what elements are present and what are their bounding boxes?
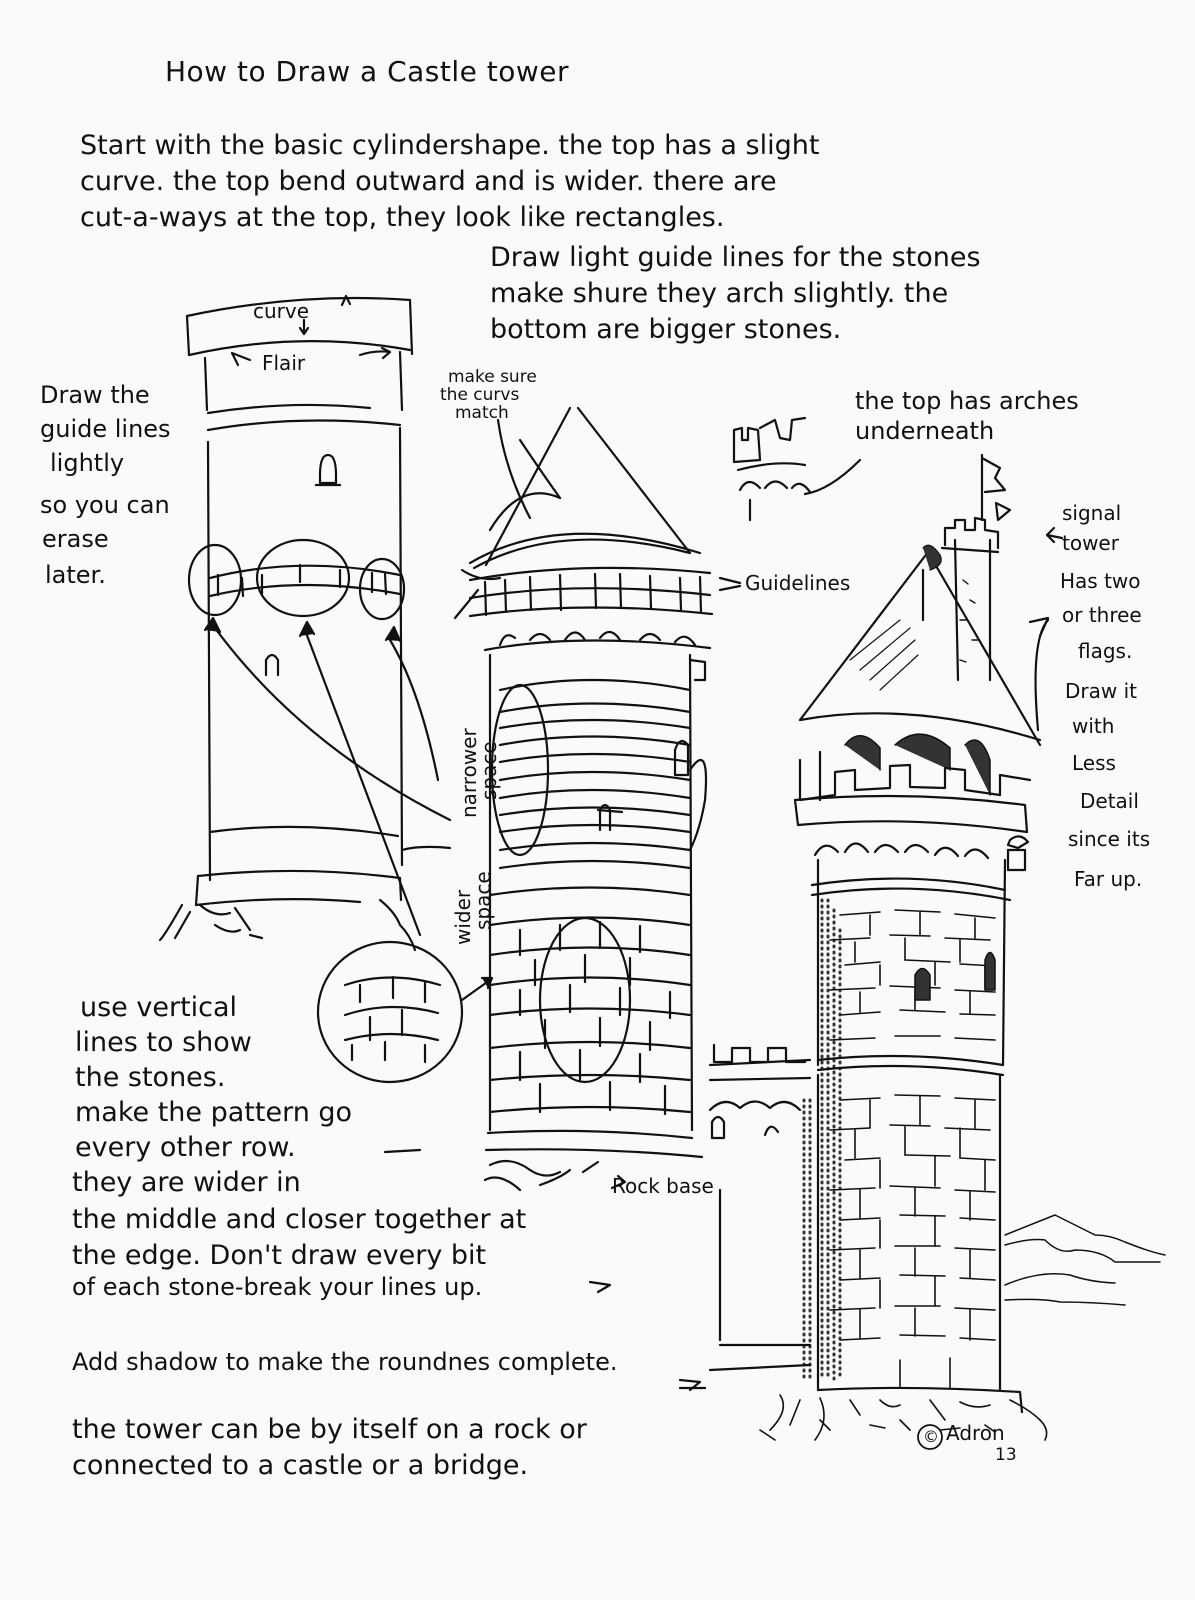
- label-guidelines: Guidelines: [745, 571, 851, 595]
- stones-note-line-5: every other row.: [75, 1132, 296, 1163]
- artist-signature: Adron: [946, 1421, 1005, 1445]
- stones-note-line-3: the stones.: [75, 1062, 226, 1093]
- arches-note-line-1: the top has arches: [855, 387, 1079, 415]
- intro-line-3: cut-a-ways at the top, they look like re…: [80, 202, 725, 233]
- basic-cylinder-sketch: [158, 296, 452, 952]
- signal-note-line-5: flags.: [1078, 639, 1133, 663]
- space-text-2: space: [471, 871, 495, 930]
- left-note-line-2: guide lines: [40, 415, 171, 443]
- label-curve: curve: [253, 299, 310, 323]
- curves-match-line-3: match: [455, 403, 509, 423]
- signal-note-line-6: Draw it: [1065, 679, 1137, 703]
- signature-year: 13: [995, 1445, 1017, 1465]
- copyright-symbol: ©: [923, 1427, 939, 1446]
- label-rock-base: Rock base: [612, 1174, 714, 1198]
- label-wider-space-2: space: [471, 871, 495, 930]
- closing-note-line-1: the tower can be by itself on a rock or: [72, 1414, 587, 1445]
- label-flair: Flair: [262, 351, 306, 375]
- left-note-line-5: erase: [42, 525, 109, 553]
- signal-note-line-4: or three: [1062, 603, 1142, 627]
- stones-note-line-7: the middle and closer together at: [72, 1204, 527, 1235]
- copyright-circle: [917, 1424, 943, 1450]
- stones-note-line-2: lines to show: [75, 1027, 252, 1058]
- label-narrower-space-2: space: [477, 741, 501, 800]
- curves-match-line-2: the curvs: [440, 385, 520, 405]
- left-note-line-6: later.: [45, 561, 106, 589]
- space-text: space: [477, 741, 501, 800]
- left-note-line-4: so you can: [40, 491, 170, 519]
- closing-note-line-2: connected to a castle or a bridge.: [72, 1450, 529, 1481]
- signal-note-line-11: Far up.: [1074, 867, 1143, 891]
- stones-note-line-1: use vertical: [80, 992, 238, 1023]
- stones-note-line-6: they are wider in: [72, 1167, 301, 1198]
- brick-pattern-magnifier: [316, 940, 494, 1084]
- signal-tower: [921, 453, 1064, 732]
- signal-note-line-8: Less: [1072, 751, 1116, 775]
- annotation-arrows: [230, 294, 742, 1392]
- page-title: How to Draw a Castle tower: [165, 55, 570, 88]
- finished-castle-tower: [708, 550, 1166, 1441]
- stones-note-line-9: of each stone-break your lines up.: [72, 1273, 483, 1301]
- shadow-note: Add shadow to make the roundnes complete…: [72, 1348, 618, 1376]
- curves-match-line-1: make sure: [448, 367, 537, 387]
- stones-note-line-4: make the pattern go: [75, 1097, 353, 1128]
- left-note-line-1: Draw the: [40, 381, 150, 409]
- signal-note-line-2: tower: [1062, 531, 1119, 555]
- stones-note-line-8: the edge. Don't draw every bit: [72, 1240, 487, 1271]
- signal-note-line-10: since its: [1068, 827, 1151, 851]
- arches-note-line-2: underneath: [855, 417, 995, 445]
- signal-note-line-3: Has two: [1060, 569, 1141, 593]
- intro-line-2: curve. the top bend outward and is wider…: [80, 166, 777, 197]
- left-note-line-3: lightly: [50, 449, 125, 477]
- signal-note-line-7: with: [1072, 714, 1115, 738]
- guidelines-note-line-3: bottom are bigger stones.: [490, 314, 842, 345]
- guideline-tower-sketch: [453, 406, 714, 1192]
- intro-line-1: Start with the basic cylindershape. the …: [80, 130, 820, 161]
- guidelines-note-line-1: Draw light guide lines for the stones: [490, 242, 981, 273]
- arches-detail-sketch: [732, 416, 862, 522]
- signal-note-line-9: Detail: [1080, 789, 1139, 813]
- guidelines-note-line-2: make shure they arch slightly. the: [490, 278, 949, 309]
- signal-note-line-1: signal: [1062, 501, 1122, 525]
